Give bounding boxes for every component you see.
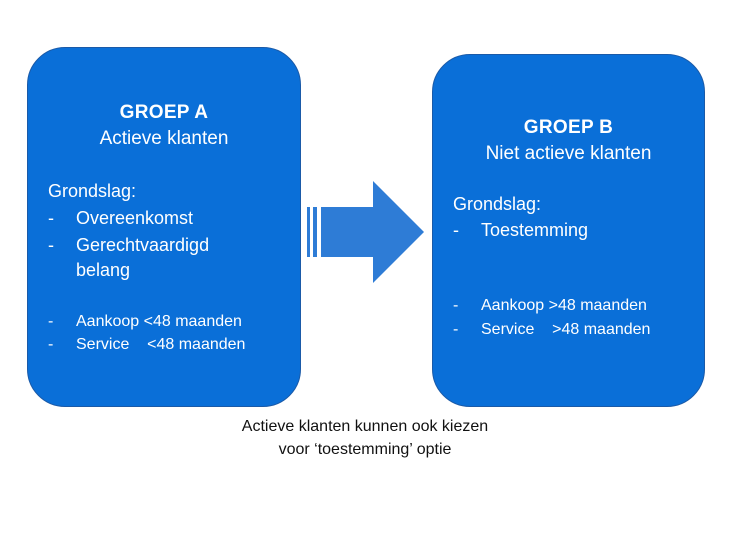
- group-a-title: GROEP A: [119, 102, 209, 123]
- group-b-box: GROEP B Niet actieve klanten Grondslag: …: [432, 54, 705, 407]
- group-b-criteria-bullet-1: -: [453, 297, 459, 314]
- group-a-basis-bullet-2: -: [48, 235, 54, 255]
- group-a-basis-item-1: Overeenkomst: [76, 208, 194, 228]
- group-a-criteria-2: Service <48 maanden: [76, 336, 246, 353]
- right-arrow-icon: [307, 181, 424, 283]
- group-b-criteria-1: Aankoop >48 maanden: [481, 297, 647, 314]
- group-a-basis-label: Grondslag:: [48, 181, 137, 201]
- group-a-basis-item-2: Gerechtvaardigd: [76, 235, 210, 255]
- group-a-subtitle: Actieve klanten: [99, 128, 229, 149]
- group-b-subtitle: Niet actieve klanten: [485, 143, 652, 164]
- group-a-criteria-bullet-2: -: [48, 336, 54, 353]
- caption-line-2: voor ‘toestemming’ optie: [278, 441, 452, 458]
- group-a-criteria-1: Aankoop <48 maanden: [76, 313, 242, 330]
- group-b-criteria-bullet-2: -: [453, 321, 459, 338]
- group-b-basis-item-1: Toestemming: [481, 220, 589, 240]
- group-a-box: GROEP A Actieve klanten Grondslag: - Ove…: [27, 47, 301, 407]
- group-a-basis-item-2-cont: belang: [76, 260, 131, 280]
- group-a-criteria-bullet-1: -: [48, 313, 54, 330]
- caption-line-1: Actieve klanten kunnen ook kiezen: [241, 418, 489, 435]
- group-b-criteria-2: Service >48 maanden: [481, 321, 651, 338]
- group-b-basis-label: Grondslag:: [453, 194, 542, 214]
- group-b-title: GROEP B: [523, 117, 614, 138]
- group-a-basis-bullet-1: -: [48, 208, 54, 228]
- group-b-basis-bullet-1: -: [453, 220, 459, 240]
